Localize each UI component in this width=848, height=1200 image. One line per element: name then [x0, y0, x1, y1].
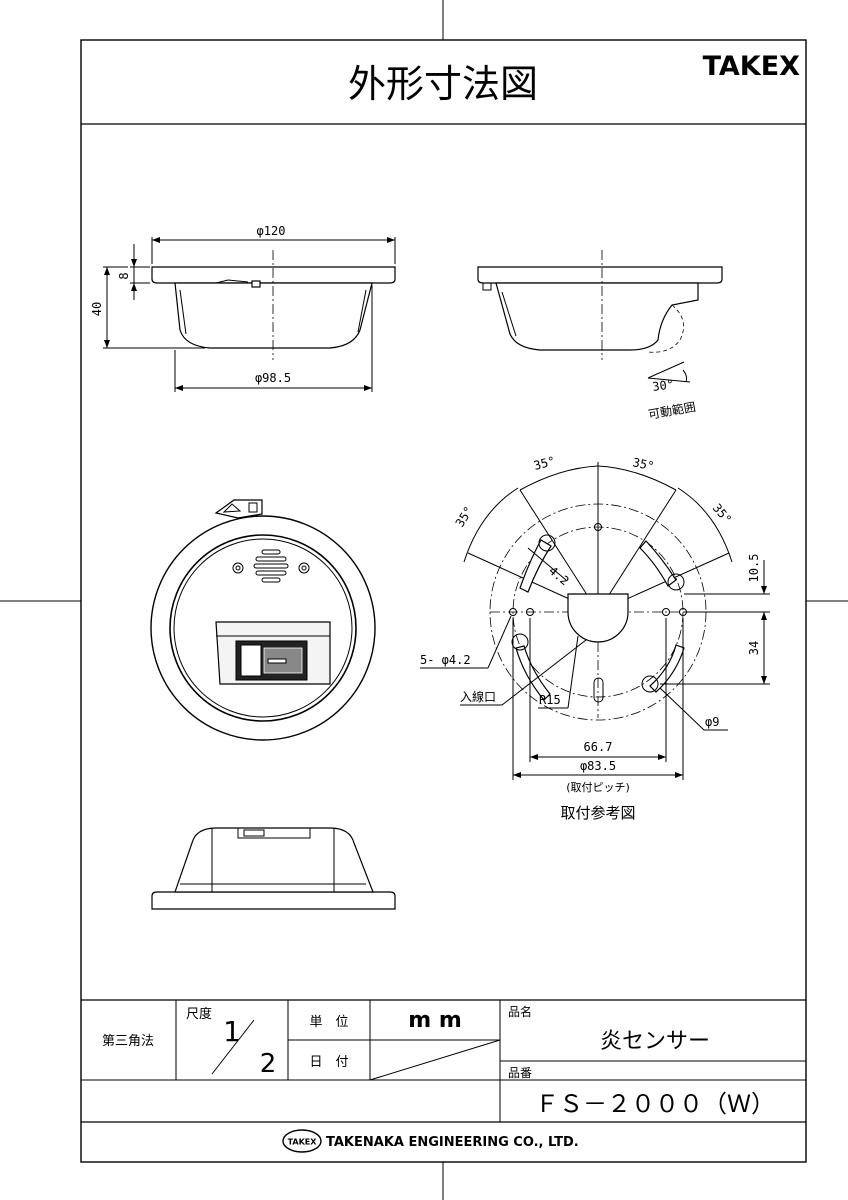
slot-width-label: 4.2: [546, 564, 572, 589]
slot-upper-left: [519, 539, 552, 593]
hole-left-inner: [526, 608, 534, 616]
dim-total-height: 40: [90, 302, 104, 316]
outer-pitch-label: φ83.5: [580, 759, 616, 773]
offset-top-label: 10.5: [747, 554, 761, 583]
title-block: 第三角法 尺度 1 2 単 位 m m 日 付 品名 炎センサー 品番 ＦＳ－２…: [81, 999, 806, 1153]
slot-diameter-label: φ9: [705, 715, 719, 729]
slot-upper-right: [639, 540, 677, 587]
housing-bottom: [174, 827, 374, 893]
window-notch: [237, 828, 311, 839]
sensor-bowl-right: [495, 282, 699, 351]
hole-top: [594, 523, 602, 531]
clip: [482, 283, 492, 291]
tilt-caption: 可動範囲: [647, 399, 697, 422]
tilt-angle-label: 30°: [651, 377, 674, 394]
flange: [151, 266, 396, 284]
radius-label: R15: [539, 693, 561, 707]
mounting-caption: 取付参考図: [560, 804, 635, 822]
entry-label: 入線口: [460, 689, 496, 704]
projection-label: 第三角法: [102, 1034, 154, 1049]
led-right: [298, 562, 310, 574]
dim-top-diameter: φ120: [257, 224, 286, 238]
bowl-edge-left: [179, 289, 187, 335]
company-name: TAKENAKA ENGINEERING CO., LTD.: [326, 1135, 579, 1150]
inner-ring-2: [173, 538, 353, 718]
mounting-reference: 35° 35° 35° 35° 4.2 10.5 3: [420, 454, 770, 822]
scale-denominator: 2: [260, 1049, 277, 1079]
sheet-frame: [80, 39, 807, 1163]
date-label: 日 付: [309, 1055, 348, 1070]
sensor-bowl: [174, 282, 373, 349]
unit-value: m m: [408, 1008, 462, 1033]
led-left: [232, 562, 244, 574]
tilt-arc: [647, 304, 684, 353]
side-view-right: 30° 可動範囲: [477, 250, 723, 422]
side-view-bottom: [151, 827, 396, 910]
speaker-grille: [253, 549, 289, 583]
product-name: 炎センサー: [600, 1029, 710, 1054]
hole-right-inner: [662, 608, 670, 616]
inner-ring: [169, 534, 357, 722]
angle-label-1: 35°: [532, 454, 557, 473]
tab: [251, 280, 261, 288]
release-tab: [214, 499, 263, 519]
offset-bottom-label: 34: [747, 641, 761, 655]
brand-logo: TAKEX: [703, 51, 801, 82]
page-title: 外形寸法図: [348, 62, 538, 106]
company-logo-mark: [282, 1129, 322, 1153]
company-logo-text: TAKEX: [288, 1138, 318, 1147]
pitch-caption: (取付ピッチ): [566, 781, 630, 794]
angle-label-2: 35°: [631, 455, 655, 473]
cable-entry: [567, 593, 629, 643]
hole-callout: 5- φ4.2: [420, 653, 471, 667]
name-label: 品名: [508, 1004, 532, 1019]
front-view: [150, 499, 376, 741]
angle-label-3: 35°: [453, 504, 476, 530]
slot-bottom: [593, 677, 604, 703]
inner-pitch-label: 66.7: [584, 740, 613, 754]
scale-label: 尺度: [186, 1006, 212, 1022]
side-view-left: φ120 φ98.5 8 40: [90, 224, 396, 392]
dim-bottom-diameter: φ98.5: [255, 371, 291, 385]
scale-numerator: 1: [223, 1015, 241, 1048]
tab-wire: [215, 279, 249, 284]
unit-label: 単 位: [309, 1014, 348, 1030]
flange-right: [477, 266, 723, 284]
slot-lower-right: [649, 644, 685, 693]
slot-lower-left: [515, 645, 551, 701]
flange-bottom: [151, 891, 396, 910]
dim-flange-height: 8: [117, 272, 131, 279]
bowl-edge-right: [357, 289, 367, 333]
part-label: 品番: [508, 1066, 532, 1080]
hole-left-outer: [509, 608, 517, 616]
part-number: ＦＳ－２０００（Ｗ）: [535, 1090, 775, 1118]
